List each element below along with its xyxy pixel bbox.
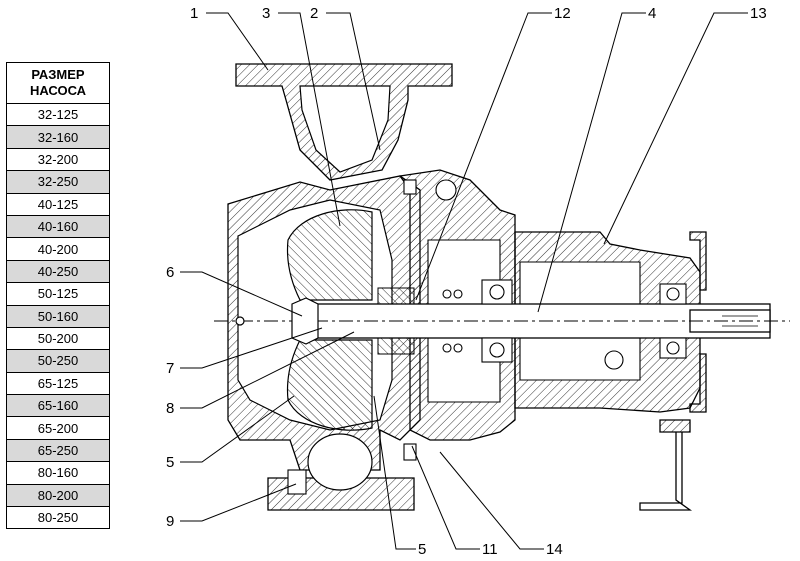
callout-13: 13 [750,5,767,22]
callout-14: 14 [546,541,563,558]
size-table-header: РАЗМЕР НАСОСА [6,62,110,104]
size-cell: 80-250 [6,506,110,530]
size-cell: 65-250 [6,438,110,463]
callout-8: 8 [166,400,174,417]
leader-9 [180,483,297,522]
size-cell: 40-200 [6,237,110,261]
leader-13 [603,12,748,245]
leader-12 [415,12,552,301]
end-cover-and-support [659,231,707,433]
size-cell: 50-200 [6,326,110,351]
header-line-2: НАСОСА [29,83,87,98]
callout-5-left: 5 [166,454,174,471]
size-cell: 65-125 [6,371,110,396]
callout-1: 1 [190,5,198,22]
leader-8 [180,331,355,409]
size-cell: 50-160 [6,304,110,328]
size-table-header-row: РАЗМЕР НАСОСА [6,62,110,104]
size-cell: 32-250 [6,170,110,194]
callout-6: 6 [166,264,174,281]
size-cell: 80-200 [6,483,110,508]
leader-11 [411,445,480,550]
shaft [214,303,790,339]
size-cell: 65-160 [6,394,110,418]
leader-7 [180,327,323,369]
callout-4: 4 [648,5,656,22]
leader-6 [180,271,303,317]
size-cell: 40-250 [6,259,110,284]
callout-5-bottom: 5 [418,541,426,558]
callout-labels: 1 3 2 12 4 13 6 7 8 5 9 5 11 14 [166,5,767,558]
bearings [442,279,687,363]
callout-3: 3 [262,5,270,22]
mechanical-seal [377,287,415,355]
header-line-1: РАЗМЕР [31,67,85,82]
callout-11: 11 [482,541,498,558]
size-cell: 32-125 [6,102,110,127]
callout-12: 12 [554,5,571,22]
callout-2: 2 [310,5,318,22]
leader-14 [439,451,544,550]
size-cell: 32-160 [6,125,110,149]
callout-7: 7 [166,360,174,377]
size-cell: 50-250 [6,349,110,373]
callout-9: 9 [166,513,174,530]
pump-size-table: РАЗМЕР НАСОСА 32-125 32-160 32-200 32-25… [6,62,110,530]
leader-3 [278,12,341,227]
leader-2 [326,12,381,151]
leader-4 [537,12,646,313]
size-cell: 80-160 [6,461,110,485]
leader-5-left [180,395,295,463]
support-foot [639,432,693,511]
size-cell: 32-200 [6,147,110,172]
leader-5-bottom [373,395,416,550]
impeller [286,209,373,431]
size-cell: 40-125 [6,192,110,216]
leader-1 [206,12,269,71]
size-cell: 65-200 [6,416,110,440]
size-cell: 50-125 [6,282,110,306]
leader-lines [180,12,748,550]
